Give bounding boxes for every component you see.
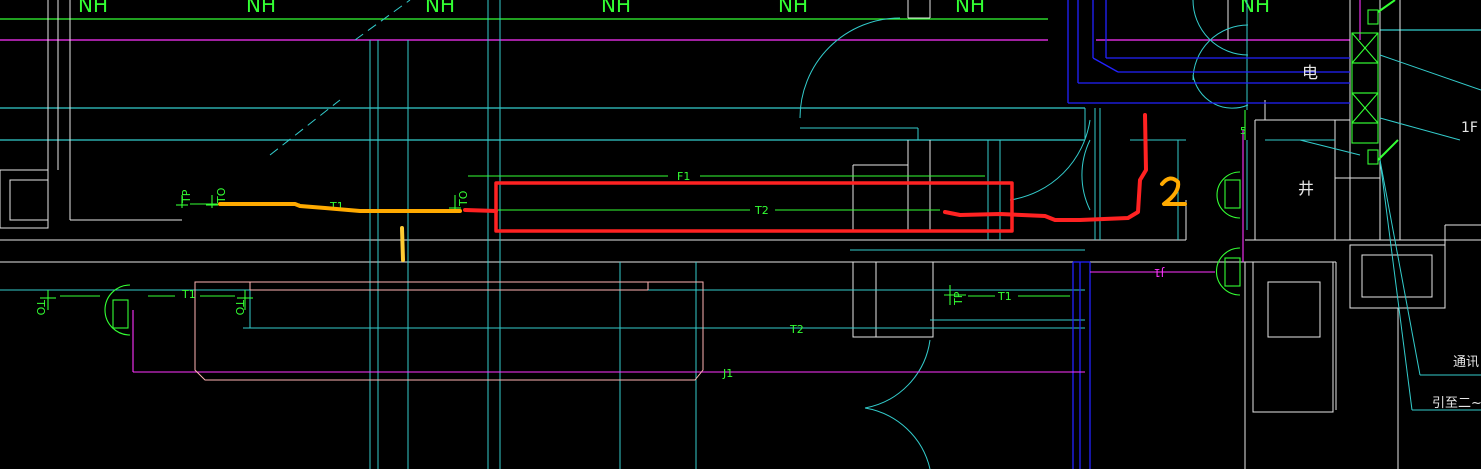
telephone-symbol-icon bbox=[112, 299, 129, 329]
cable-labels: F1 T1 T2 T1 T1 T2 J1 J1 TP TO TO TO TO T… bbox=[34, 126, 1246, 380]
column bbox=[1252, 261, 1334, 413]
leader-line bbox=[1379, 117, 1461, 141]
room-label-dian: 电 bbox=[1302, 63, 1318, 82]
five-label: 5 bbox=[1240, 126, 1246, 137]
telephone-symbol-icon bbox=[1224, 257, 1241, 287]
t2-label: T2 bbox=[754, 204, 769, 217]
arrow-icon bbox=[1377, 0, 1396, 13]
t1-label: T1 bbox=[181, 288, 196, 301]
telephone-symbol-icon bbox=[1216, 171, 1241, 219]
panel-cross bbox=[1351, 32, 1379, 64]
nh-label: NH bbox=[601, 0, 631, 17]
leader-line bbox=[1379, 159, 1421, 376]
red-markup-rectangle bbox=[494, 181, 1014, 233]
to-label: TO bbox=[215, 187, 228, 204]
top-cable-lines bbox=[0, 18, 1481, 141]
cable-tray bbox=[194, 281, 704, 381]
column-inner bbox=[875, 261, 934, 338]
tp-label: TP bbox=[952, 291, 965, 306]
door-swing bbox=[1192, 0, 1249, 56]
j1-label: J1 bbox=[722, 367, 733, 380]
column bbox=[0, 169, 49, 229]
door-swing bbox=[864, 407, 931, 469]
panel-box bbox=[1351, 62, 1379, 94]
floor-label: 1F bbox=[1461, 120, 1478, 136]
ot-label: TO bbox=[34, 299, 47, 316]
nh-label: NH bbox=[78, 0, 108, 17]
panel-cross bbox=[1351, 92, 1379, 124]
f1-label: F1 bbox=[677, 170, 690, 183]
panel-box bbox=[1351, 122, 1379, 144]
device-icon bbox=[1367, 9, 1379, 25]
to-label: TO bbox=[457, 190, 470, 207]
t2-label: T2 bbox=[789, 323, 804, 336]
blue-duct bbox=[1067, 0, 1350, 469]
nh-label: NH bbox=[425, 0, 455, 17]
telephone-symbol-icon bbox=[1224, 179, 1241, 209]
duct-line bbox=[1092, 57, 1119, 73]
telephone-symbol-icon bbox=[104, 284, 131, 336]
red-markup-path bbox=[463, 113, 1148, 222]
marker-one-stroke bbox=[400, 226, 405, 262]
telephone-symbol-icon bbox=[1216, 247, 1241, 296]
highlight-1 bbox=[218, 202, 462, 262]
door-swing bbox=[799, 17, 901, 119]
door-swing bbox=[1081, 139, 1091, 211]
room-label-jing: 井 bbox=[1298, 179, 1314, 198]
door-swing bbox=[1192, 24, 1249, 81]
door-swing bbox=[864, 339, 931, 409]
callout-label: 通讯 bbox=[1453, 355, 1479, 370]
highlight-2 bbox=[463, 113, 1148, 233]
column-inner bbox=[9, 179, 49, 221]
nh-labels-top: NH NH NH NH NH NH NH bbox=[78, 0, 1270, 17]
leader-line bbox=[1379, 54, 1481, 91]
device-icon bbox=[1367, 149, 1379, 165]
magenta-lines bbox=[132, 0, 1361, 373]
tp-label: TP bbox=[180, 189, 193, 204]
ot-label: TO bbox=[233, 299, 246, 316]
marker-two-stroke bbox=[1160, 176, 1187, 206]
column-inner bbox=[1361, 254, 1433, 298]
orange-markup-path bbox=[218, 202, 462, 213]
nh-label: NH bbox=[246, 0, 276, 17]
door-swing bbox=[1009, 119, 1091, 201]
nh-label: NH bbox=[1240, 0, 1270, 17]
column bbox=[852, 261, 934, 338]
nh-label: NH bbox=[955, 0, 985, 17]
column-inner bbox=[1267, 281, 1321, 338]
cable-tray-outline bbox=[194, 281, 704, 381]
diagonal-lines bbox=[269, 0, 411, 156]
diagonal-dashed-line bbox=[354, 0, 411, 41]
t1-label: T1 bbox=[997, 290, 1012, 303]
arrow-icon bbox=[1377, 139, 1399, 161]
room-labels: 电 井 1F 通讯 引至二~ bbox=[1298, 63, 1481, 411]
green-cables bbox=[40, 0, 1399, 336]
j1-label: J1 bbox=[1154, 266, 1165, 279]
nh-label: NH bbox=[778, 0, 808, 17]
grid-line bbox=[1299, 139, 1361, 156]
leader-line bbox=[1379, 159, 1413, 411]
callout-label: 引至二~ bbox=[1432, 396, 1481, 411]
